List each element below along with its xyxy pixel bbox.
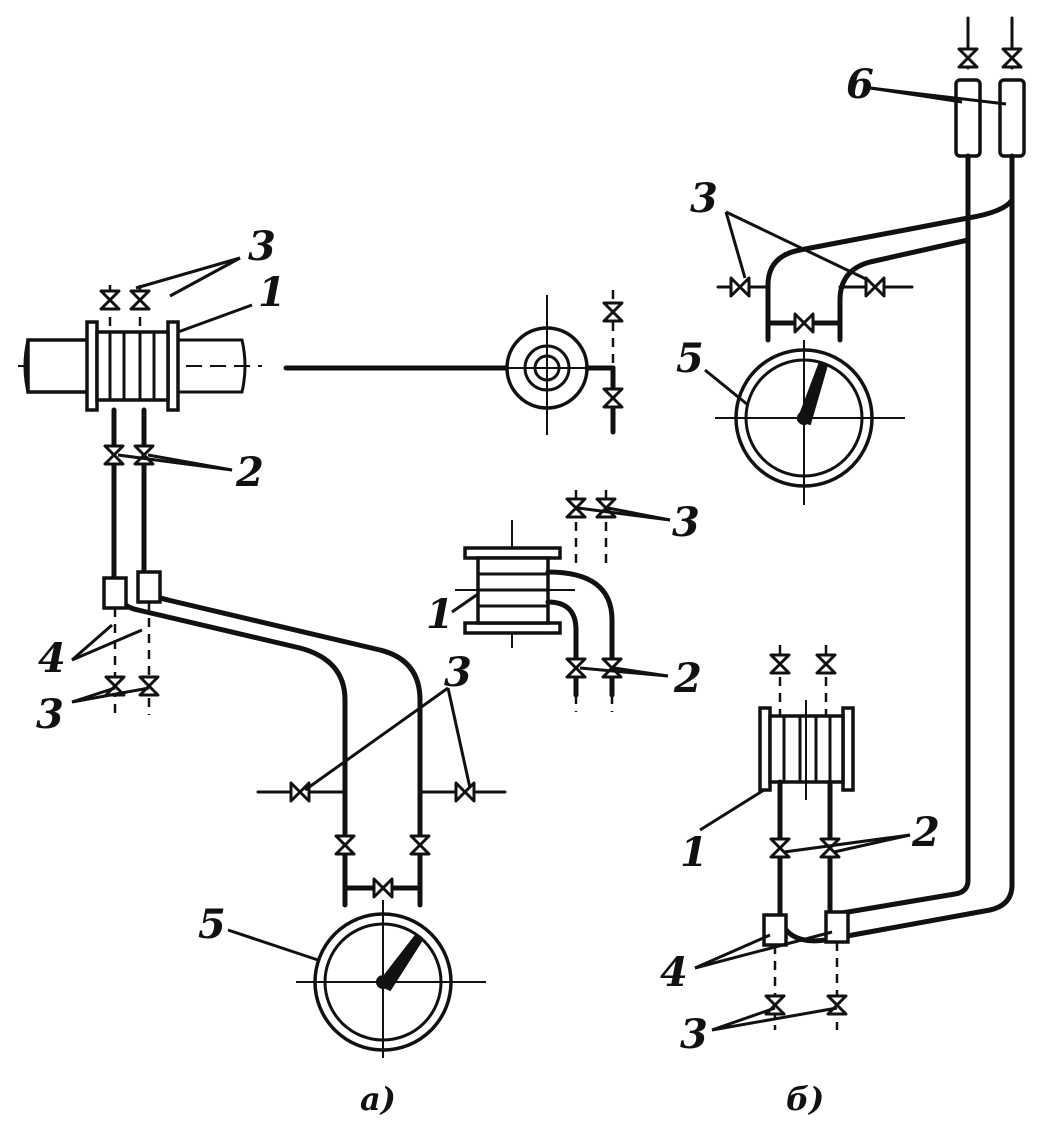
caption-b: б) <box>786 1080 824 1118</box>
orifice-side-view <box>283 290 624 435</box>
purge-valve-icon <box>129 289 151 311</box>
label-3: 3 <box>444 649 472 696</box>
purge-valve-icon <box>289 781 311 803</box>
shutoff-valve-icon <box>602 387 624 409</box>
callout-labels: 3 1 2 4 3 3 5 3 1 2 6 3 5 1 2 4 3 а) б) <box>36 61 940 1118</box>
caption-a: а) <box>360 1080 396 1118</box>
label-1: 1 <box>258 269 286 316</box>
label-3: 3 <box>672 499 700 546</box>
label-3: 3 <box>690 175 718 222</box>
label-4: 4 <box>660 949 688 996</box>
purge-valve-icon <box>602 301 624 323</box>
orifice-assembly-a <box>85 320 180 412</box>
shutoff-valve-icon <box>769 837 791 859</box>
equalizing-valve-icon <box>793 312 815 334</box>
condensate-vessel <box>762 913 788 947</box>
main-pipeline-a <box>18 338 262 394</box>
condensate-vessel <box>136 570 162 604</box>
orifice-assembly-b <box>758 700 855 800</box>
purge-valve-icon <box>729 276 751 298</box>
condensate-vessel <box>824 910 850 944</box>
leader-lines <box>71 86 1007 1032</box>
label-2: 2 <box>911 809 940 856</box>
gauge-valve-icon <box>409 834 431 856</box>
label-3: 3 <box>680 1011 708 1058</box>
separator-vessel <box>954 78 982 158</box>
variant-b <box>715 16 1026 1030</box>
drain-valve-icon <box>826 994 848 1016</box>
gauge-valve-icon <box>334 834 356 856</box>
differential-manometer-a <box>296 900 486 1058</box>
label-2: 2 <box>235 449 264 496</box>
differential-manometer-b <box>715 340 905 505</box>
impulse-lines-a <box>111 407 423 908</box>
purge-valve-icon <box>454 781 476 803</box>
purge-valve-icon <box>769 653 791 675</box>
label-3: 3 <box>36 691 64 738</box>
drain-valve-icon <box>138 675 160 697</box>
inlet-valve-icon <box>957 47 979 69</box>
equalizing-valve-icon <box>372 877 394 899</box>
purge-valve-icon <box>864 276 886 298</box>
label-3: 3 <box>248 223 276 270</box>
orifice-top-view <box>455 490 623 712</box>
label-5: 5 <box>676 335 704 382</box>
label-5: 5 <box>198 901 226 948</box>
impulse-lines-b <box>765 153 1015 944</box>
variant-a <box>18 285 507 1058</box>
inlet-valve-icon <box>1001 47 1023 69</box>
condensate-vessel <box>102 576 128 610</box>
separator-vessel <box>998 78 1026 158</box>
label-2: 2 <box>673 655 702 702</box>
label-4: 4 <box>38 635 66 682</box>
label-6: 6 <box>846 61 874 108</box>
purge-valve-icon <box>815 653 837 675</box>
label-1: 1 <box>680 829 708 876</box>
purge-valve-icon <box>99 289 121 311</box>
label-1: 1 <box>426 591 454 638</box>
